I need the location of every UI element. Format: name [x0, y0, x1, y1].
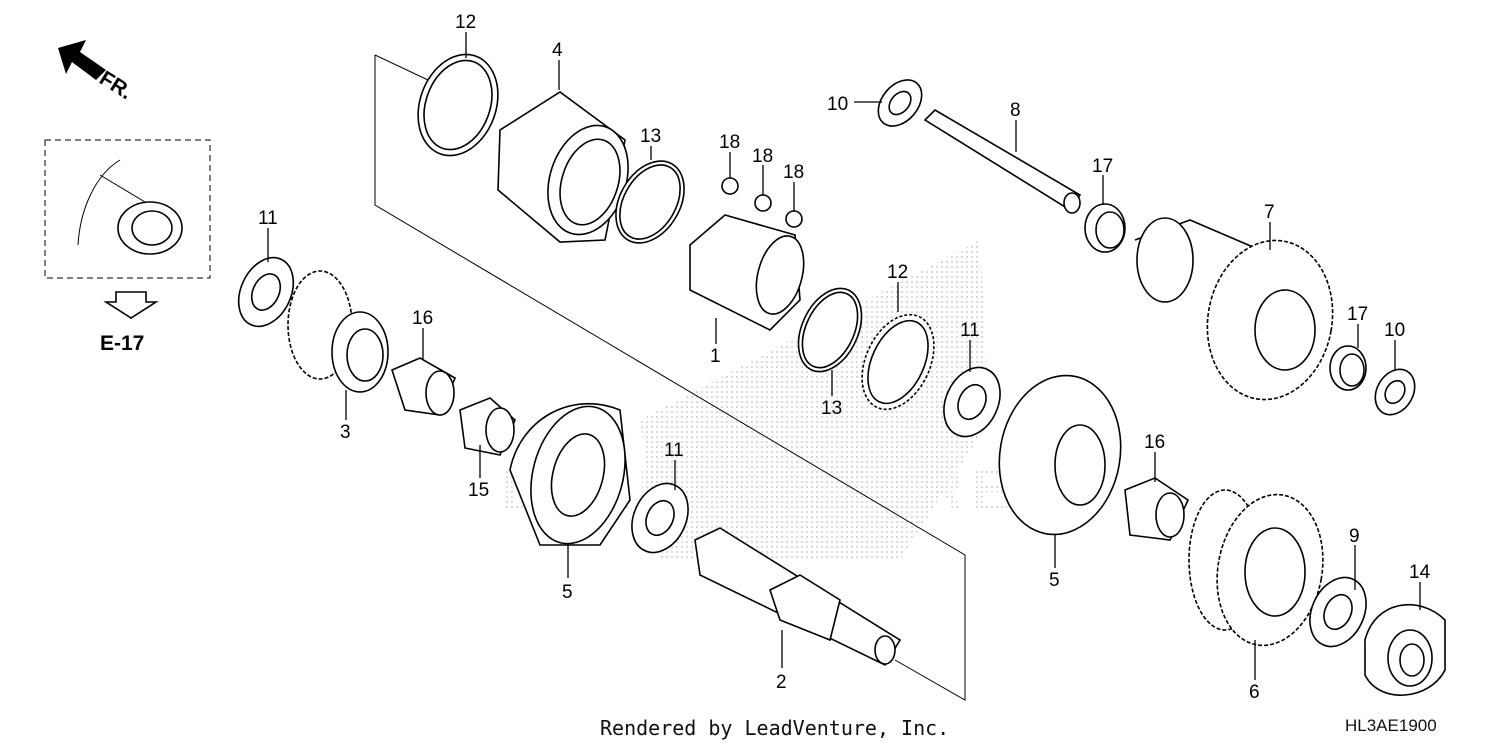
callout-13: 13 [640, 126, 661, 147]
part-11-washer [237, 256, 295, 328]
callout-12: 12 [887, 262, 908, 283]
callout-9: 9 [1349, 526, 1360, 547]
part-5-gear-left [509, 402, 631, 546]
part-18-balls [721, 177, 803, 228]
leader-lines [267, 32, 1421, 680]
part-13-ring-lower [797, 287, 863, 373]
part-15-needle-bearing [459, 397, 516, 456]
callout-11: 11 [960, 320, 980, 341]
part-14-ball-bearing [1364, 603, 1446, 696]
callout-17: 17 [1347, 304, 1368, 325]
part-5-gear-right [998, 374, 1122, 536]
part-16-needle-bearing-right [1124, 477, 1190, 541]
part-10-washer-lower [1374, 368, 1416, 416]
part-11-washer-lower [631, 482, 689, 554]
callout-7: 7 [1264, 202, 1275, 223]
callout-17: 17 [1092, 156, 1113, 177]
callout-18: 18 [719, 132, 740, 153]
footer-credit: Rendered by LeadVenture, Inc. [600, 716, 950, 740]
callout-10: 10 [827, 94, 848, 115]
part-10-washer [877, 79, 923, 127]
part-4-clutch-housing [497, 91, 629, 243]
part-8-shaft [923, 108, 1082, 214]
part-17-needle-bearing [1084, 203, 1126, 253]
callout-4: 4 [552, 40, 563, 61]
part-6-gear [1188, 489, 1324, 647]
part-2-shaft [694, 527, 902, 667]
callout-12: 12 [455, 12, 476, 33]
down-arrow-icon [103, 291, 159, 319]
reference-label: E-17 [100, 332, 144, 355]
assembly-frame [374, 54, 966, 701]
callout-6: 6 [1249, 682, 1260, 703]
part-1-one-way-clutch [689, 214, 805, 331]
callout-15: 15 [468, 480, 489, 501]
callout-1: 1 [710, 346, 721, 367]
part-9-washer [1309, 576, 1367, 648]
part-11-washer-middle [943, 366, 1001, 438]
callout-numbers: 12 4 13 18 18 18 10 8 17 7 11 16 3 1 12 … [258, 12, 1431, 703]
callout-8: 8 [1010, 100, 1021, 121]
callout-11: 11 [664, 440, 684, 461]
callout-13: 13 [821, 398, 842, 419]
part-7-gear [1134, 217, 1334, 401]
callout-5: 5 [562, 582, 573, 603]
part-16-needle-bearing [391, 357, 457, 416]
callout-14: 14 [1409, 562, 1431, 583]
front-direction-arrow-icon: FR. [58, 40, 136, 104]
part-13-ring [615, 160, 685, 244]
callout-5: 5 [1049, 570, 1060, 591]
callout-11: 11 [258, 208, 278, 229]
part-12-snap-ring [417, 53, 499, 157]
part-17-needle-bearing-lower [1329, 345, 1367, 391]
callout-16: 16 [412, 308, 433, 329]
part-3-gear [287, 270, 389, 393]
diagram-code: HL3AE1900 [1345, 716, 1437, 735]
callout-2: 2 [776, 672, 787, 693]
callout-16: 16 [1144, 432, 1165, 453]
callout-18: 18 [752, 146, 773, 167]
callout-18: 18 [783, 162, 804, 183]
callout-10: 10 [1384, 320, 1405, 341]
reference-inset: E-17 [44, 139, 211, 355]
part-12-snap-ring-lower [861, 313, 935, 411]
callout-3: 3 [340, 422, 351, 443]
